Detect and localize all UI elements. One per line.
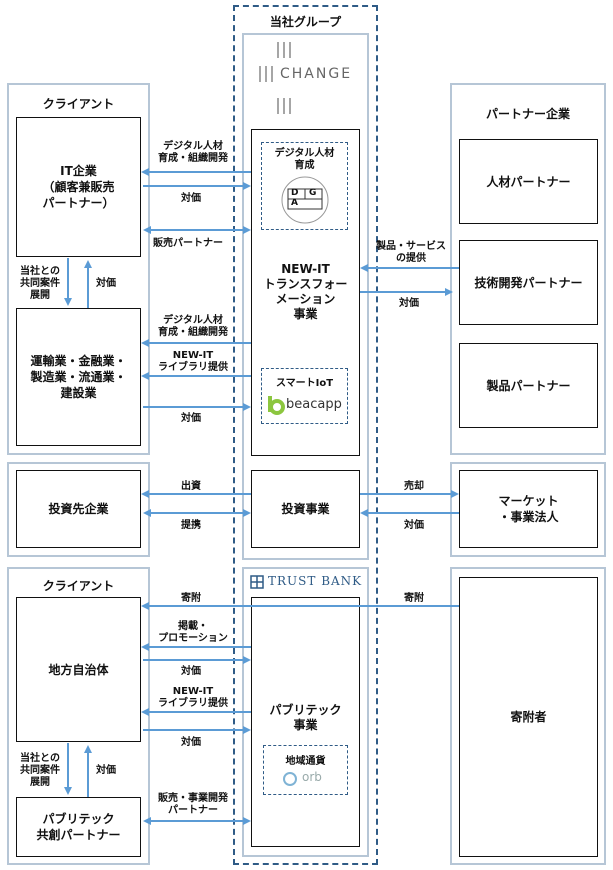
label-sales-dev: 販売・事業開発 パートナー xyxy=(158,793,228,816)
label-fee-1: 対価 xyxy=(181,193,201,204)
company-group-title: 当社グループ xyxy=(269,15,342,29)
label-donation-2: 寄附 xyxy=(404,593,424,604)
label-fee-5: 対価 xyxy=(181,666,201,677)
label-partnership: 提携 xyxy=(181,520,201,531)
label-product-service: 製品・サービス の提供 xyxy=(376,241,446,264)
product-partner-box: 製品パートナー xyxy=(459,343,598,428)
label-donation-1: 寄附 xyxy=(181,593,201,604)
trustbank-icon xyxy=(250,575,264,589)
beacapp-text: beacapp xyxy=(286,397,342,412)
dga-emblem-icon xyxy=(281,176,329,224)
dga-box xyxy=(261,142,348,230)
beacapp-icon xyxy=(268,396,285,415)
label-library-2: NEW-IT ライブラリ提供 xyxy=(158,686,228,709)
public-partner-box: パブリテック 共創パートナー xyxy=(16,797,141,857)
dga-label: デジタル人材 育成 xyxy=(274,148,335,171)
orb-text: orb xyxy=(302,770,322,784)
trustbank-text: TRUST BANK xyxy=(268,574,363,588)
label-investment: 出資 xyxy=(181,481,201,492)
label-joint-top: 当社との 共同案件 展開 xyxy=(20,266,60,301)
local-gov-box: 地方自治体 xyxy=(16,597,141,742)
iot-label: スマートIoT xyxy=(275,378,334,389)
label-library-1: NEW-IT ライブラリ提供 xyxy=(158,350,228,373)
dga-letter-a: A xyxy=(291,198,298,208)
change-logo: CHANGE xyxy=(258,40,363,122)
label-promotion: 掲載・ プロモーション xyxy=(158,621,228,644)
currency-box xyxy=(263,745,348,795)
label-joint-fee-bottom: 対価 xyxy=(96,765,116,776)
clients-top-title: クライアント xyxy=(42,97,115,111)
label-fee-6: 対価 xyxy=(181,737,201,748)
company-group xyxy=(233,5,378,865)
change-logo-text: CHANGE xyxy=(280,66,353,82)
newit-title: NEW-IT トランスフォー メーション 事業 xyxy=(263,262,348,321)
label-joint-bottom: 当社との 共同案件 展開 xyxy=(20,753,60,788)
orb-logo: orb xyxy=(282,770,342,790)
label-dig-hr-2: デジタル人材 育成・組織開発 xyxy=(158,315,228,338)
label-fee-3: 対価 xyxy=(181,413,201,424)
clients-top-group xyxy=(7,83,150,455)
clients-bottom-group xyxy=(7,567,150,865)
market-group xyxy=(450,462,606,557)
hr-partner-box: 人材パートナー xyxy=(459,139,598,224)
publitech-box xyxy=(251,597,360,847)
publitech-title: パブリテック 事業 xyxy=(269,703,342,732)
investment-business-box: 投資事業 xyxy=(251,470,360,548)
donor-group xyxy=(450,567,606,865)
currency-label: 地域通貨 xyxy=(285,756,326,767)
orb-icon xyxy=(283,772,297,786)
dga-logo: D G A xyxy=(278,174,332,224)
market-box: マーケット ・事業法人 xyxy=(459,470,598,548)
label-fee-2: 対価 xyxy=(399,298,419,309)
partners-title: パートナー企業 xyxy=(485,107,570,121)
investee-box: 投資先企業 xyxy=(16,470,141,548)
it-company-box: IT企業 （顧客兼販売 パートナー） xyxy=(16,117,141,257)
label-dig-hr-1: デジタル人材 育成・組織開発 xyxy=(158,141,228,164)
label-sale: 売却 xyxy=(404,481,424,492)
trustbank-logo: TRUST BANK xyxy=(250,574,368,592)
change-group xyxy=(242,33,369,560)
dga-letter-d: D xyxy=(291,188,299,198)
clients-bottom-title: クライアント xyxy=(42,579,115,593)
label-joint-fee-top: 対価 xyxy=(96,278,116,289)
beacapp-logo: beacapp xyxy=(266,394,346,418)
dga-letter-g: G xyxy=(309,188,317,198)
label-sales-partner: 販売パートナー xyxy=(153,238,223,249)
change-logo-icon xyxy=(259,42,291,114)
tech-partner-box: 技術開発パートナー xyxy=(459,240,598,325)
donor-box: 寄附者 xyxy=(459,577,598,857)
iot-box xyxy=(261,368,348,424)
label-fee-4: 対価 xyxy=(404,520,424,531)
industry-box: 運輸業・金融業・ 製造業・流通業・ 建設業 xyxy=(16,308,141,446)
